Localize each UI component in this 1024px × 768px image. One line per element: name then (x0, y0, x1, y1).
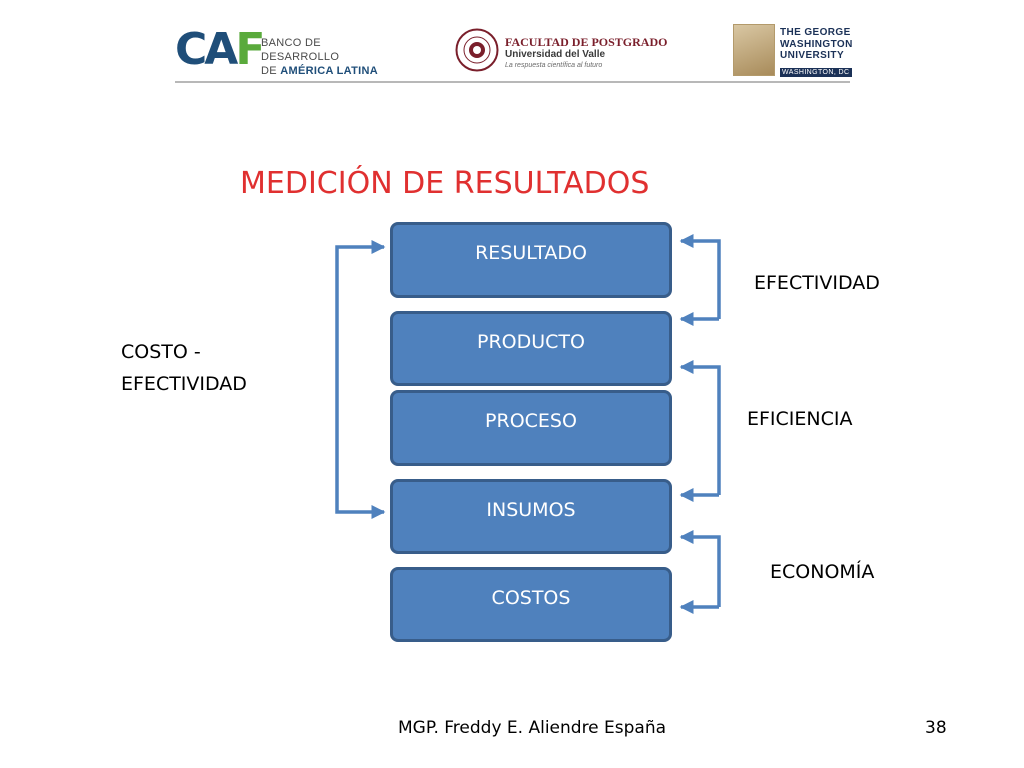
label-economia: ECONOMÍA (770, 561, 875, 583)
univalle-logo: FACULTAD DE POSTGRADO Universidad del Va… (455, 28, 675, 74)
gwu-portrait-icon (733, 24, 775, 76)
caf-logo-text: BANCO DE DESARROLLO DE AMÉRICA LATINA (261, 37, 378, 77)
univalle-name: Universidad del Valle (505, 49, 606, 60)
eficiencia-arrow (679, 360, 721, 495)
box-proceso: PROCESO (390, 390, 672, 466)
box-costos: COSTOS (390, 567, 672, 642)
label-efectividad: EFECTIVIDAD (754, 272, 880, 294)
footer-author: MGP. Freddy E. Aliendre España (398, 718, 667, 738)
box-insumos: INSUMOS (390, 479, 672, 554)
gwu-logo: THE GEORGE WASHINGTON UNIVERSITY WASHING… (733, 24, 853, 78)
page-number: 38 (925, 718, 947, 738)
caf-logo-mark: CAF (175, 24, 265, 75)
box-producto: PRODUCTO (390, 311, 672, 386)
caf-logo: CAF BANCO DE DESARROLLO DE AMÉRICA LATIN… (175, 24, 400, 78)
slide-title: MEDICIÓN DE RESULTADOS (240, 166, 650, 201)
gwu-city: WASHINGTON, DC (780, 68, 852, 77)
univalle-seal-icon (455, 28, 499, 72)
costo-efectividad-arrow (335, 240, 386, 519)
box-resultado: RESULTADO (390, 222, 672, 298)
efectividad-arrow (679, 234, 721, 319)
header-divider (175, 81, 850, 83)
univalle-faculty-title: FACULTAD DE POSTGRADO (505, 35, 668, 49)
economia-arrow (679, 530, 721, 607)
label-costo-efectividad: COSTO - EFECTIVIDAD (121, 341, 247, 395)
univalle-tagline: La respuesta científica al futuro (505, 62, 603, 69)
gwu-name: THE GEORGE WASHINGTON UNIVERSITY (780, 27, 853, 61)
label-eficiencia: EFICIENCIA (747, 408, 853, 430)
